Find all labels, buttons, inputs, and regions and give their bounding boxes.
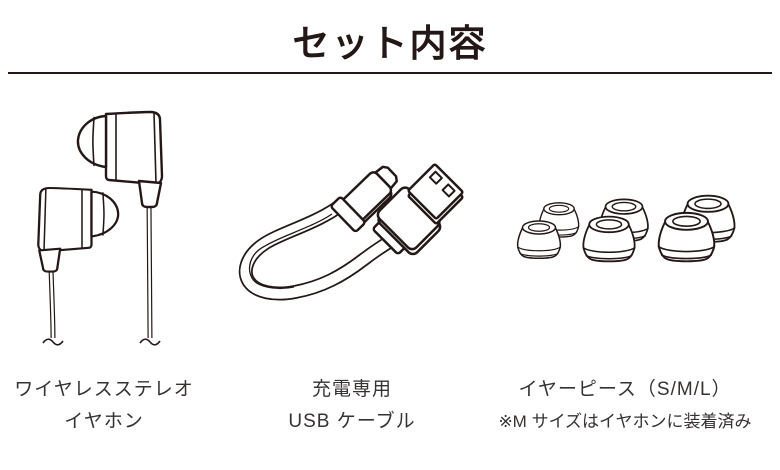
page-title: セット内容 bbox=[292, 23, 488, 64]
wireless-earphones-illustration bbox=[37, 110, 164, 346]
ear-piece-pair-medium bbox=[582, 198, 649, 263]
caption-line: USB ケーブル bbox=[288, 411, 416, 432]
caption-usb-cable: 充電専用 USB ケーブル bbox=[252, 374, 452, 438]
title-underline bbox=[8, 72, 772, 74]
caption-line: ワイヤレスステレオ bbox=[14, 379, 194, 400]
caption-line: イヤホン bbox=[64, 411, 144, 432]
caption-line: イヤーピース（S/M/L） bbox=[518, 379, 732, 400]
usb-a-hole bbox=[428, 170, 443, 185]
usb-a-hole bbox=[441, 183, 456, 198]
usb-cable-illustration bbox=[238, 163, 464, 301]
ear-piece-pair-small bbox=[516, 202, 580, 259]
flat-cable-loop bbox=[238, 199, 398, 301]
ear-pieces-illustration bbox=[516, 194, 736, 263]
caption-line: 充電専用 bbox=[311, 379, 392, 400]
earbud-left bbox=[37, 186, 120, 273]
ear-piece-pair-large bbox=[657, 194, 736, 263]
caption-note: ※M サイズはイヤホンに装着済み bbox=[498, 412, 752, 431]
micro-usb-connector bbox=[330, 165, 398, 233]
earphone-cables bbox=[42, 199, 161, 346]
caption-wireless-earphones: ワイヤレスステレオ イヤホン bbox=[0, 374, 208, 438]
caption-ear-pieces: イヤーピース（S/M/L） ※M サイズはイヤホンに装着済み bbox=[470, 374, 780, 438]
usb-a-connector bbox=[372, 163, 464, 256]
